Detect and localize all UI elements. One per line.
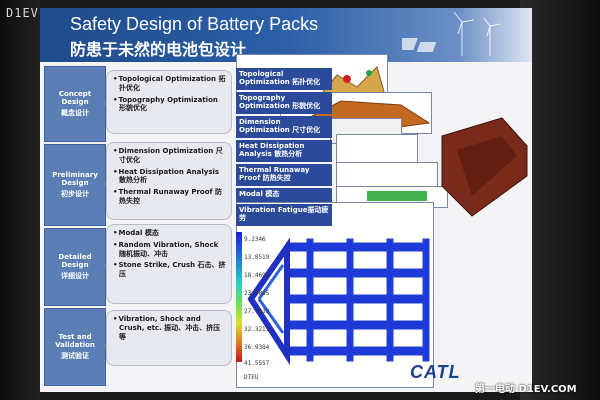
bullet-item: Topography Optimization 形貌优化 — [118, 96, 227, 114]
card-label-heat-dissipation: Heat Dissipation Analysis 散热分析 — [236, 140, 332, 162]
slide-header: Safety Design of Battery Packs 防患于未然的电池包… — [40, 8, 532, 62]
stage-label-cn: 概念设计 — [61, 109, 89, 117]
card-label-topological: Topological Optimization 拓扑优化 — [236, 68, 332, 90]
bullet-item: Random Vibration, Shock 随机振动、冲击 — [118, 241, 227, 259]
stage-label-en: Detailed Design — [58, 253, 92, 269]
legend-value: 13.8519 — [244, 254, 270, 261]
bullet-item: Vibration, Shock and Crush, etc. 振动、冲击、挤… — [118, 315, 227, 341]
stage-detailed-design: Detailed Design 详细设计 — [44, 228, 106, 306]
bullet-item: Dimension Optimization 尺寸优化 — [118, 147, 227, 165]
card-label-dimension: Dimension Optimization 尺寸优化 — [236, 116, 332, 138]
bullet-item: Stone Strike, Crush 石击、挤压 — [118, 261, 227, 279]
card-label-modal: Modal 模态 — [236, 188, 332, 202]
bullet-box-test: Vibration, Shock and Crush, etc. 振动、冲击、挤… — [106, 310, 232, 366]
bullet-item: Heat Dissipation Analysis 散热分析 — [118, 168, 227, 186]
bullet-item: Thermal Runaway Proof 防热失控 — [118, 188, 227, 206]
bullet-box-detailed: Modal 模态 Random Vibration, Shock 随机振动、冲击… — [106, 224, 232, 304]
brand-logo: CATL — [410, 362, 461, 382]
bullet-item: Topological Optimization 拓扑优化 — [118, 75, 227, 93]
slide-title-en: Safety Design of Battery Packs — [70, 14, 319, 34]
stage-label-en: Concept Design — [58, 90, 92, 106]
stage-arrow — [100, 176, 108, 192]
stage-label-en: Preliminary Design — [52, 171, 98, 187]
vibration-fatigue-plot — [247, 237, 430, 366]
photo-background-left — [0, 0, 40, 400]
modal-shape-image — [367, 191, 427, 201]
legend-value: 41.5557 — [244, 360, 270, 367]
watermark-bottom: 第一电动 D1EV.COM — [475, 384, 577, 395]
stage-label-cn: 初步设计 — [61, 190, 89, 198]
topology-mesh-image — [315, 66, 386, 100]
stage-label-cn: 详细设计 — [61, 272, 89, 280]
legend-value: 18.4692 — [244, 272, 270, 279]
photo-background-right — [520, 0, 600, 400]
battery-housing-3d-image — [441, 117, 528, 217]
presentation-slide: Safety Design of Battery Packs 防患于未然的电池包… — [40, 8, 532, 392]
card-label-vibration-fatigue: Vibration Fatigue振动疲劳 — [236, 204, 332, 226]
color-legend-bar — [236, 232, 242, 362]
legend-value: 23.0865 — [244, 290, 270, 297]
bullet-box-concept: Topological Optimization 拓扑优化 Topography… — [106, 70, 232, 134]
stage-arrow — [100, 338, 108, 354]
legend-value: 32.3211 — [244, 326, 270, 333]
bullet-item: Modal 模态 — [118, 229, 227, 238]
stage-label-cn: 测试验证 — [61, 352, 89, 360]
slide-title-cn: 防患于未然的电池包设计 — [70, 40, 247, 59]
bullet-box-preliminary: Dimension Optimization 尺寸优化 Heat Dissipa… — [106, 142, 232, 220]
stage-arrow — [100, 258, 108, 274]
legend-value: 9.2346 — [244, 236, 266, 243]
stage-concept-design: Concept Design 概念设计 — [44, 66, 106, 142]
legend-value: 36.9384 — [244, 344, 270, 351]
wind-turbine-icon — [402, 11, 501, 56]
stage-test-validation: Test and Validation 测试验证 — [44, 308, 106, 386]
stage-label-en: Test and Validation — [55, 333, 95, 349]
legend-footer: DTEU — [244, 374, 259, 381]
card-label-thermal-runaway: Thermal Runaway Proof 防热失控 — [236, 164, 332, 186]
legend-value: 27.7038 — [244, 308, 270, 315]
analysis-card-vibration-fatigue — [236, 202, 434, 388]
stage-arrow — [100, 95, 108, 111]
stage-preliminary-design: Preliminary Design 初步设计 — [44, 144, 106, 226]
card-label-topography: Topography Optimization 形貌优化 — [236, 92, 332, 114]
